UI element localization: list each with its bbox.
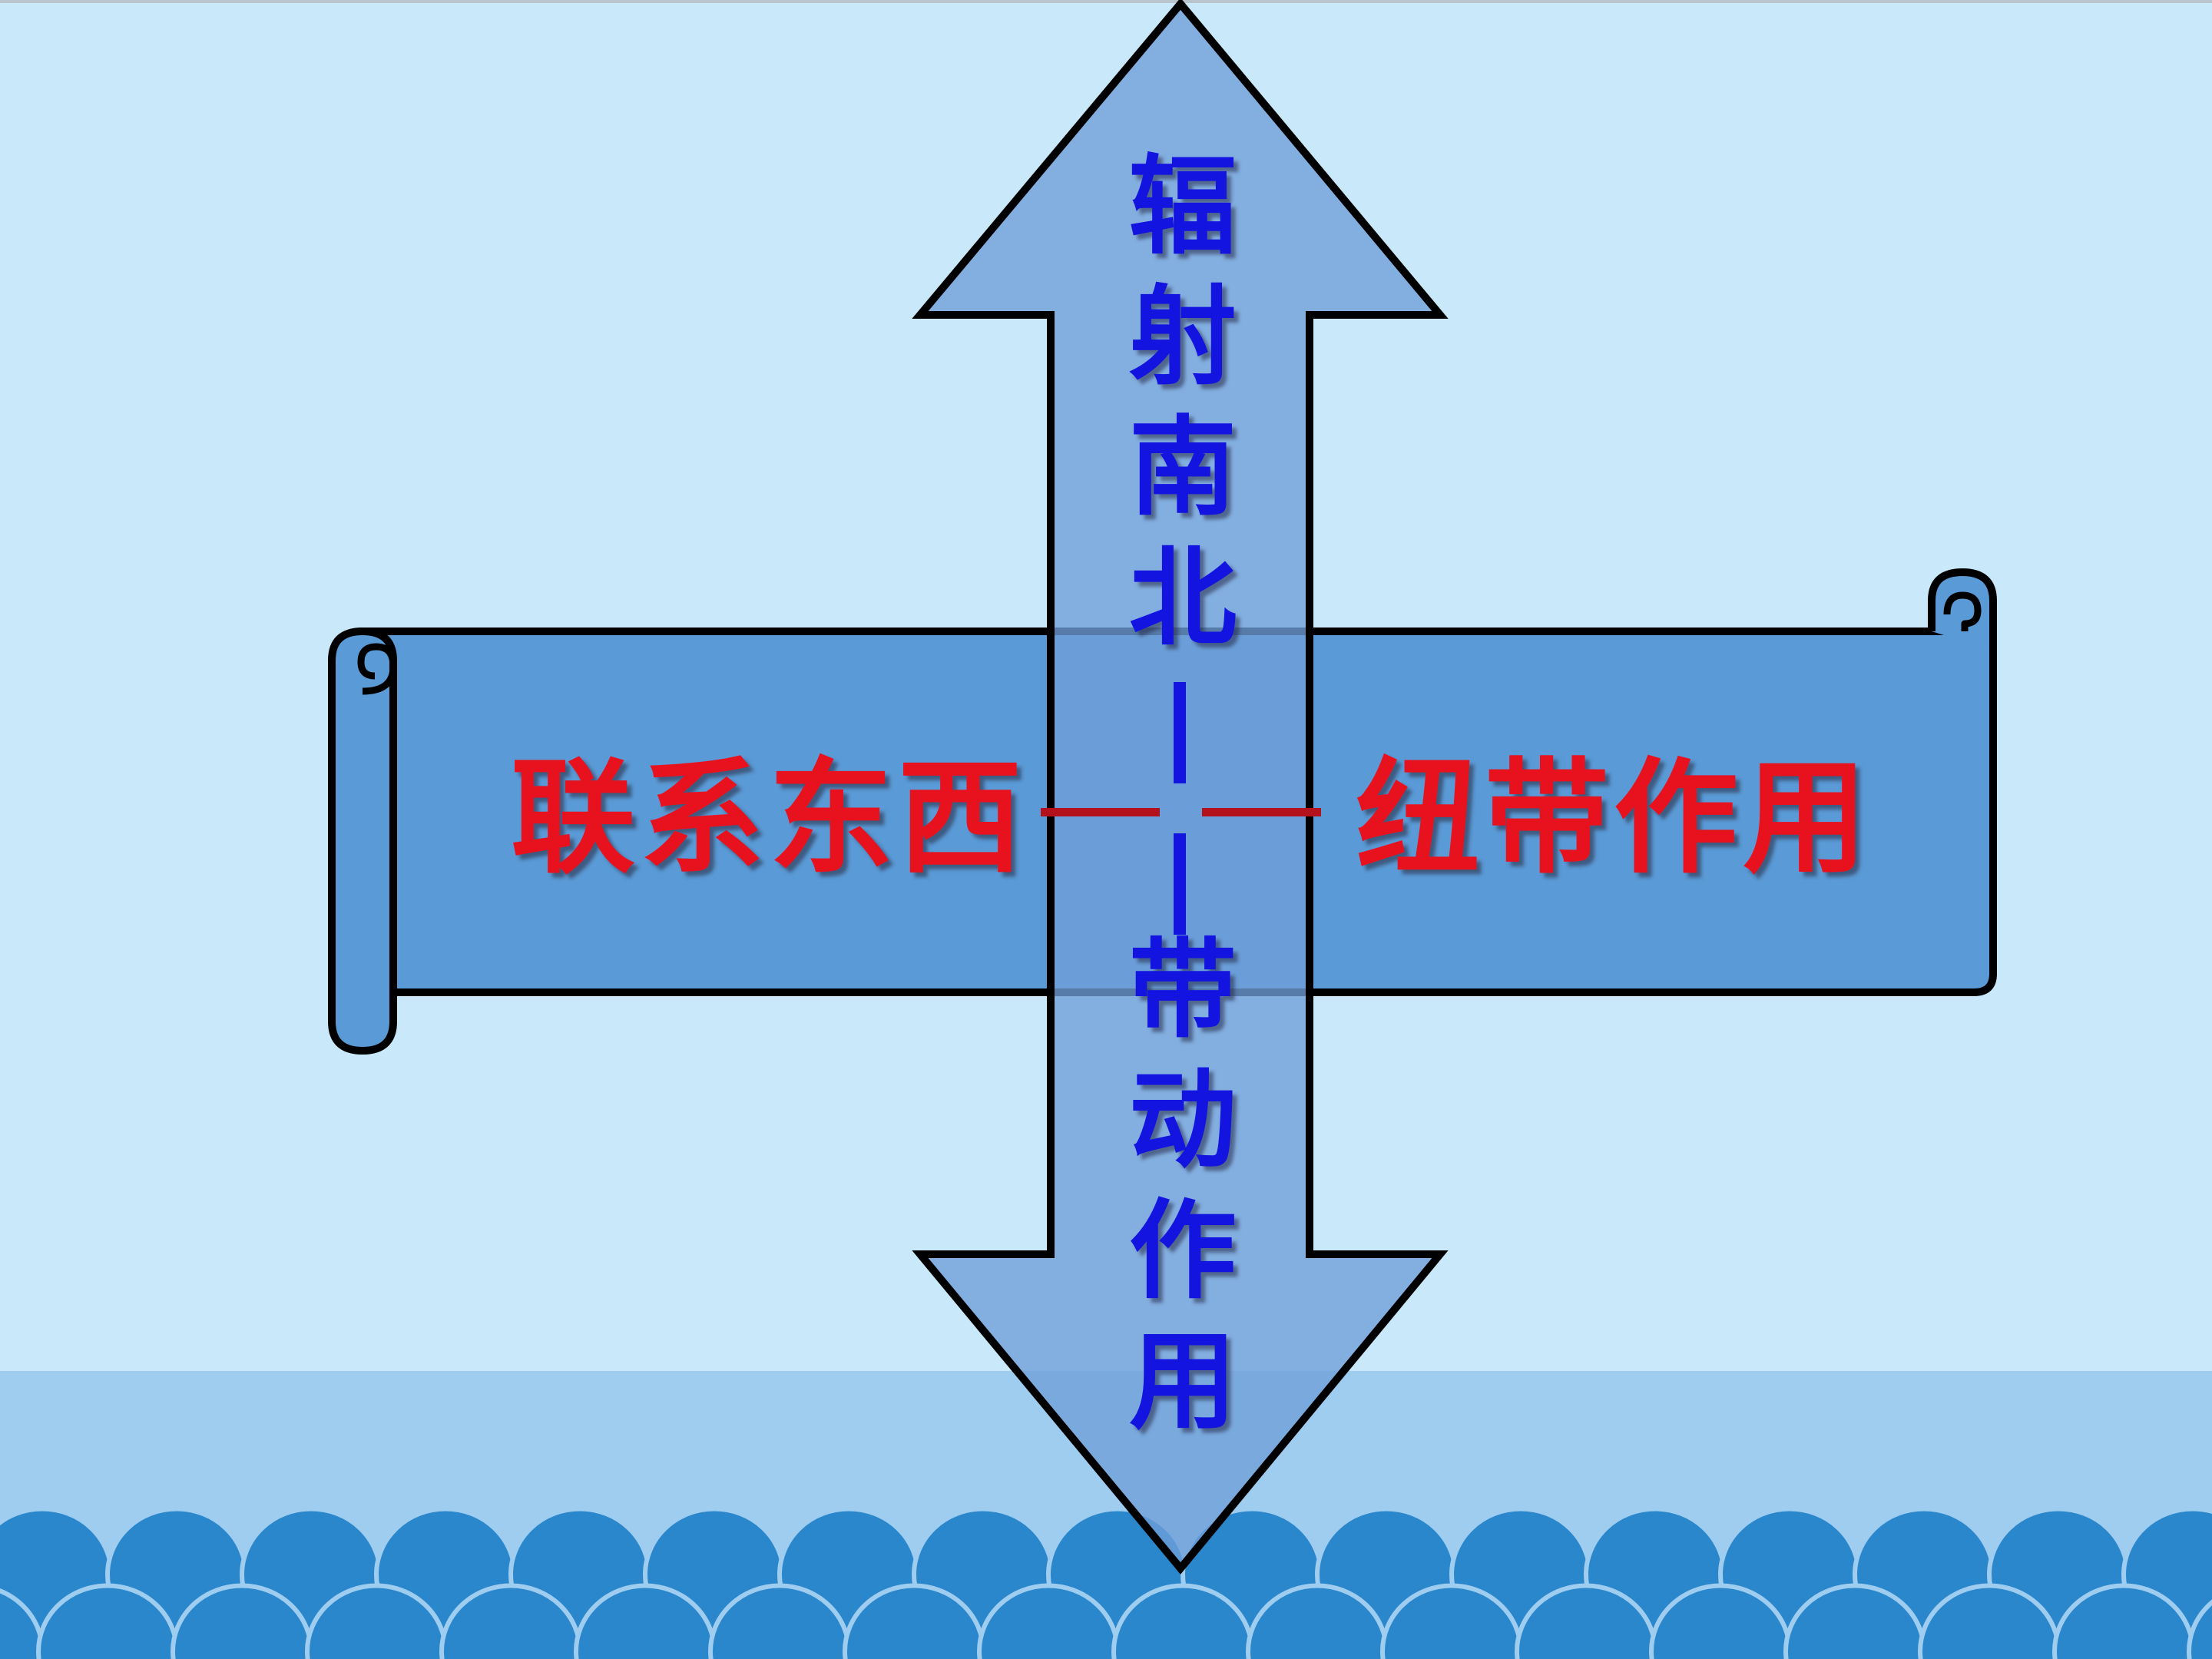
- horizontal-left-text: 联系东西: [511, 747, 1027, 891]
- separator-red-left: [1041, 808, 1160, 816]
- center-separator: [1041, 682, 1321, 935]
- wave-scallop: [2187, 1599, 2212, 1659]
- scroll-left-roll-curl: [357, 643, 397, 695]
- separator-blue-bottom: [1174, 833, 1186, 935]
- double-headed-arrow: [912, 0, 1449, 1575]
- separator-red-right: [1202, 808, 1321, 816]
- scroll-right-curl-inner: [1943, 591, 1982, 631]
- scroll-right-curl: [1928, 568, 1997, 651]
- vertical-bottom-text: 带动作用: [1129, 928, 1237, 1445]
- horizontal-right-text: 纽带作用: [1356, 747, 1872, 891]
- vertical-top-text: 辐射南北: [1129, 144, 1237, 661]
- top-edge-line: [0, 0, 2212, 3]
- separator-blue-top: [1174, 682, 1186, 783]
- scroll-left-roll: [328, 628, 397, 1055]
- wave-pattern: [0, 1506, 2212, 1659]
